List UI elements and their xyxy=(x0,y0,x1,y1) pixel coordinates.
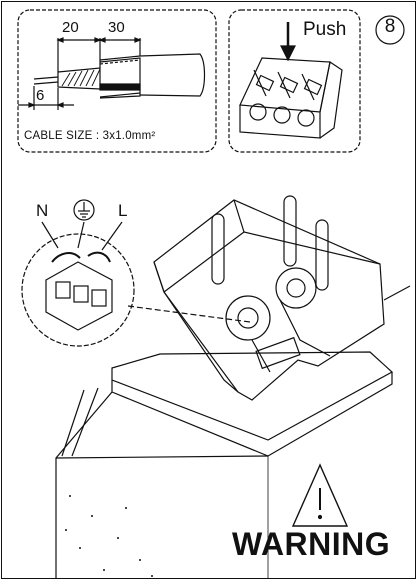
concrete-texture xyxy=(65,495,153,577)
cable-strip-dimension-20: 20 xyxy=(62,19,79,36)
neutral-label: N xyxy=(36,201,49,220)
cable-size-label: CABLE SIZE : 3x1.0mm² xyxy=(24,130,156,142)
warning-triangle-icon xyxy=(291,463,349,527)
cable-drawing-icon xyxy=(18,37,206,110)
step-number: 8 xyxy=(384,16,396,37)
junction-box-icon xyxy=(153,195,411,401)
live-label: L xyxy=(118,201,128,220)
push-panel-box xyxy=(228,9,361,153)
cable-panel-box xyxy=(17,9,217,153)
detail-terminal-icon xyxy=(45,251,113,331)
floor-box-icon xyxy=(55,351,394,578)
earth-ground-symbol-icon xyxy=(73,199,95,221)
push-label: Push xyxy=(303,19,347,40)
detail-magnifier-circle xyxy=(21,233,135,347)
cable-strip-dimension-30: 30 xyxy=(108,19,125,36)
cable-strip-dimension-6: 6 xyxy=(36,87,45,104)
step-circle xyxy=(375,15,405,45)
push-terminal-icon xyxy=(239,22,343,139)
warning-label: WARNING xyxy=(232,526,391,562)
